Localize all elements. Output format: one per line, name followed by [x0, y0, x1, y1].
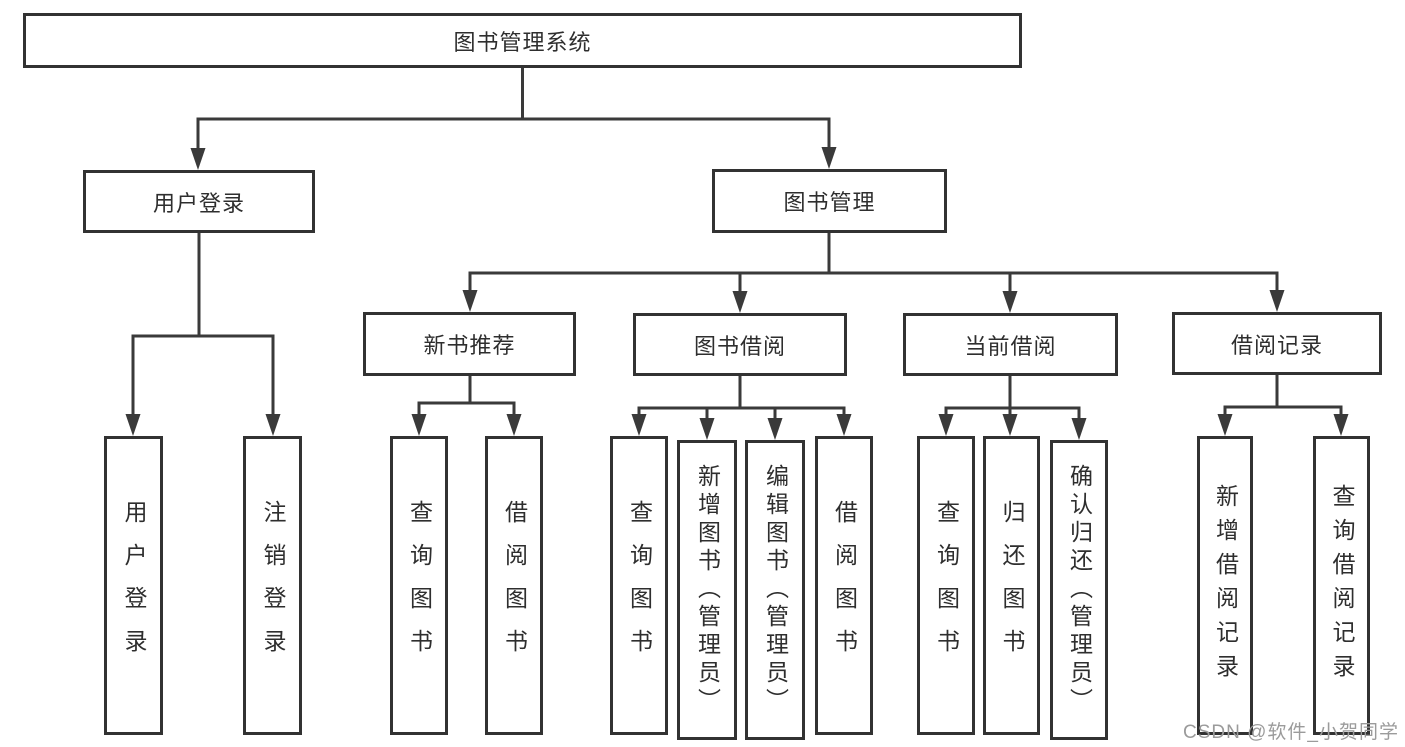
leaf-logout: 注销登录: [243, 436, 302, 735]
leaf-borrow-books-recommend: 借阅图书: [485, 436, 543, 735]
leaf-edit-book-admin: 编辑图书（管理员）: [745, 440, 805, 740]
node-borrow-records: 借阅记录: [1172, 312, 1382, 375]
branch-new-book-recommend: [411, 376, 522, 436]
branch-root: [190, 68, 837, 170]
branch-current-borrow: [938, 376, 1087, 440]
leaf-query-books-recommend: 查询图书: [390, 436, 448, 735]
node-root: 图书管理系统: [23, 13, 1022, 68]
leaf-add-book-admin: 新增图书（管理员）: [677, 440, 737, 740]
node-book-borrow-label: 图书借阅: [693, 333, 786, 359]
node-book-management-label: 图书管理: [783, 190, 876, 215]
leaf-user-login: 用户登录: [104, 436, 163, 735]
leaf-query-books-borrow: 查询图书: [610, 436, 668, 735]
branch-book-management: [462, 233, 1285, 313]
node-root-label: 图书管理系统: [453, 29, 592, 55]
node-user-login-label: 用户登录: [152, 190, 245, 216]
leaf-return-books: 归还图书: [983, 436, 1040, 735]
branch-user-login: [125, 233, 281, 436]
node-user-login: 用户登录: [83, 170, 315, 233]
branch-book-borrow: [631, 376, 852, 440]
leaf-query-borrow-record: 查询借阅记录: [1313, 436, 1370, 735]
branch-borrow-records: [1217, 375, 1349, 436]
leaf-add-borrow-record: 新增借阅记录: [1197, 436, 1253, 735]
node-book-borrow: 图书借阅: [633, 313, 847, 376]
leaf-borrow-books-borrow: 借阅图书: [815, 436, 873, 735]
node-new-book-recommend-label: 新书推荐: [423, 333, 516, 358]
node-current-borrow-label: 当前借阅: [964, 333, 1057, 359]
node-current-borrow: 当前借阅: [903, 313, 1118, 376]
node-new-book-recommend: 新书推荐: [363, 312, 576, 376]
csdn-watermark: CSDN @软件_小贺同学: [1183, 722, 1399, 743]
node-borrow-records-label: 借阅记录: [1230, 332, 1323, 358]
leaf-query-books-current: 查询图书: [917, 436, 975, 735]
leaf-confirm-return-admin: 确认归还（管理员）: [1050, 440, 1108, 740]
node-book-management: 图书管理: [712, 169, 947, 233]
